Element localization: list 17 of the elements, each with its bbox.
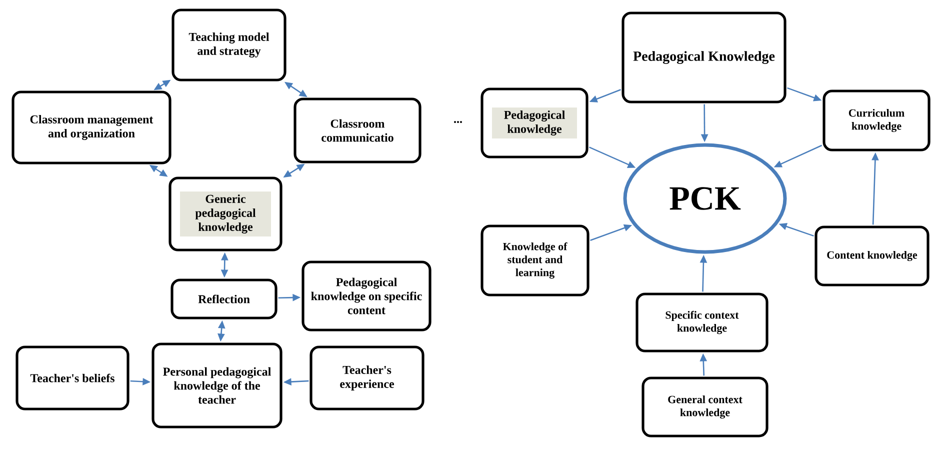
process-box: Specific context knowledge: [636, 292, 768, 352]
process-box: Classroom communicatio: [294, 98, 422, 164]
process-box: Reflection: [170, 278, 278, 320]
process-box: Knowledge of student and learning: [480, 224, 590, 296]
process-box: Pedagogical knowledge: [480, 88, 588, 158]
process-box: Pedagogical Knowledge: [622, 12, 786, 104]
process-box: Teacher's experience: [310, 346, 424, 410]
process-box: General context knowledge: [642, 376, 768, 438]
process-box: Personal pedagogical knowledge of the teacher: [152, 342, 282, 428]
ellipsis-text: ...: [454, 121, 462, 123]
process-box: Classroom management and organization: [12, 90, 172, 164]
process-box: Teacher's beliefs: [16, 346, 130, 410]
process-box: Curriculum knowledge: [822, 90, 930, 152]
process-box: Teaching model and strategy: [172, 8, 286, 82]
process-box: Pedagogical knowledge on specific content: [302, 260, 432, 332]
process-box: Content knowledge: [814, 226, 930, 286]
process-box: Generic pedagogical knowledge: [168, 176, 282, 252]
